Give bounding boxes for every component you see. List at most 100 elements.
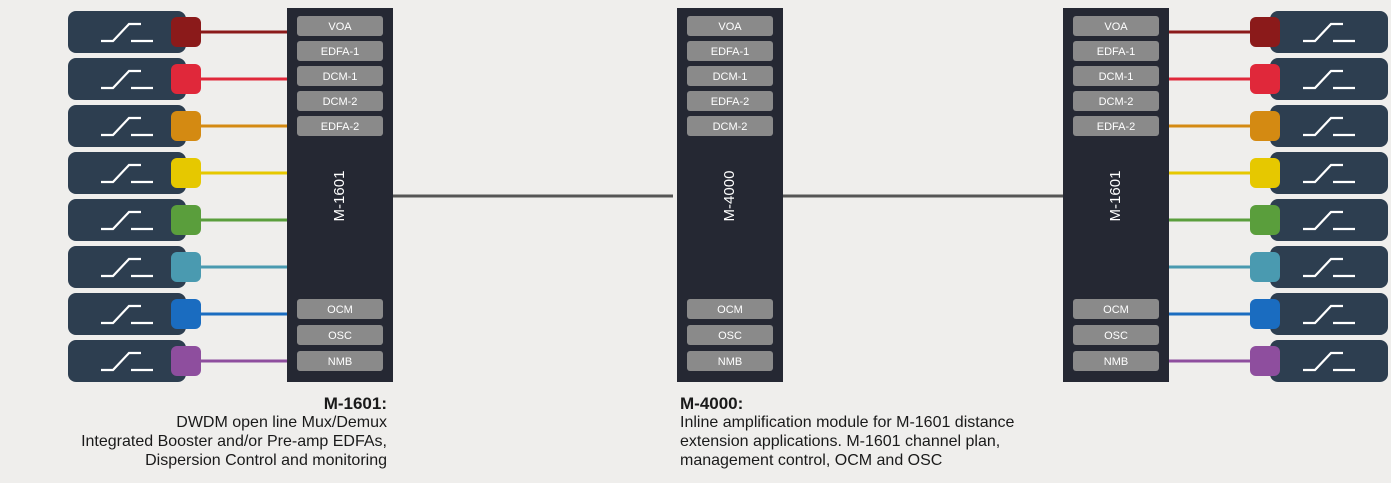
left-module-label: EDFA-2: [321, 121, 360, 133]
transponder-body: [68, 58, 186, 100]
right-module-label: DCM-2: [1099, 96, 1134, 108]
transponder-body: [68, 340, 186, 382]
transponder-body: [1270, 293, 1388, 335]
left-module-ocm: [297, 299, 383, 319]
right-module-label: EDFA-2: [1097, 121, 1136, 133]
right-transponder-7: [1270, 293, 1388, 335]
middle-module-label: EDFA-2: [711, 96, 750, 108]
left-channel-connector-4: [171, 158, 201, 188]
left-transponder-3: [68, 105, 186, 147]
left-module-label: VOA: [328, 21, 352, 33]
middle-module-voa: [687, 16, 773, 36]
optical-switch-icon: [101, 163, 153, 184]
middle-module-edfa-2: [687, 91, 773, 111]
right-module-label: DCM-1: [1099, 71, 1134, 83]
right-transponder-2: [1270, 58, 1388, 100]
transponder-body: [68, 293, 186, 335]
left-module-dcm-2: [297, 91, 383, 111]
middle-module-edfa-1: [687, 41, 773, 61]
right-channel-connector-4: [1250, 158, 1280, 188]
left-channel-connector-8: [171, 346, 201, 376]
optical-switch-icon: [1303, 22, 1355, 43]
middle-module-osc: [687, 325, 773, 345]
middle-module-dcm-2: [687, 116, 773, 136]
transponder-body: [1270, 105, 1388, 147]
middle-module-label: VOA: [718, 21, 742, 33]
right-rack-label: M-1601: [1107, 171, 1124, 222]
left-module-label: DCM-1: [323, 71, 358, 83]
right-channel-connector-8: [1250, 346, 1280, 376]
left-module-edfa-2: [297, 116, 383, 136]
right-module-dcm-1: [1073, 66, 1159, 86]
right-module-voa: [1073, 16, 1159, 36]
middle-caption: M-4000: Inline amplification module for …: [680, 394, 1160, 470]
middle-caption-line-1: Inline amplification module for M-1601 d…: [680, 414, 1015, 431]
right-module-edfa-1: [1073, 41, 1159, 61]
optical-switch-icon: [101, 210, 153, 231]
right-channel-connector-6: [1250, 252, 1280, 282]
optical-switch-icon: [1303, 210, 1355, 231]
optical-switch-icon: [101, 304, 153, 325]
right-module-label: NMB: [1104, 356, 1128, 368]
right-channel-connector-3: [1250, 111, 1280, 141]
left-caption-line-3: Dispersion Control and monitoring: [145, 452, 387, 469]
left-module-voa: [297, 16, 383, 36]
left-module-edfa-1: [297, 41, 383, 61]
left-caption-title: M-1601:: [323, 394, 387, 413]
right-module-label: OCM: [1103, 304, 1129, 316]
optical-switch-icon: [101, 257, 153, 278]
transponder-body: [1270, 11, 1388, 53]
left-rack-label: M-1601: [331, 171, 348, 222]
left-channel-connector-6: [171, 252, 201, 282]
left-module-label: OCM: [327, 304, 353, 316]
transponder-body: [1270, 199, 1388, 241]
optical-switch-icon: [1303, 351, 1355, 372]
right-module-label: OSC: [1104, 330, 1128, 342]
left-module-label: OSC: [328, 330, 352, 342]
left-caption-line-1: DWDM open line Mux/Demux: [176, 414, 387, 431]
left-channel-connector-5: [171, 205, 201, 235]
right-module-dcm-2: [1073, 91, 1159, 111]
optical-switch-icon: [1303, 304, 1355, 325]
left-caption: M-1601: DWDM open line Mux/Demux Integra…: [0, 394, 387, 470]
left-channel-connector-2: [171, 64, 201, 94]
transponder-body: [68, 105, 186, 147]
right-transponder-5: [1270, 199, 1388, 241]
left-channel-connector-7: [171, 299, 201, 329]
left-module-label: NMB: [328, 356, 352, 368]
optical-switch-icon: [101, 116, 153, 137]
transponder-body: [68, 246, 186, 288]
middle-module-dcm-1: [687, 66, 773, 86]
right-channel-connector-5: [1250, 205, 1280, 235]
left-channel-connector-3: [171, 111, 201, 141]
right-transponder-3: [1270, 105, 1388, 147]
right-module-nmb: [1073, 351, 1159, 371]
right-transponder-6: [1270, 246, 1388, 288]
right-channel-connector-1: [1250, 17, 1280, 47]
left-module-label: EDFA-1: [321, 46, 360, 58]
optical-switch-icon: [1303, 163, 1355, 184]
middle-module-label: NMB: [718, 356, 742, 368]
right-module-label: EDFA-1: [1097, 46, 1136, 58]
optical-switch-icon: [101, 69, 153, 90]
left-transponder-6: [68, 246, 186, 288]
left-transponder-7: [68, 293, 186, 335]
transponder-body: [1270, 246, 1388, 288]
right-module-osc: [1073, 325, 1159, 345]
left-module-osc: [297, 325, 383, 345]
right-transponder-8: [1270, 340, 1388, 382]
middle-module-nmb: [687, 351, 773, 371]
transponder-body: [1270, 340, 1388, 382]
middle-rack-label: M-4000: [721, 171, 738, 222]
left-transponder-4: [68, 152, 186, 194]
right-transponder-4: [1270, 152, 1388, 194]
optical-switch-icon: [1303, 116, 1355, 137]
middle-caption-line-2: extension applications. M-1601 channel p…: [680, 433, 1001, 450]
left-transponder-5: [68, 199, 186, 241]
right-module-edfa-2: [1073, 116, 1159, 136]
middle-module-label: EDFA-1: [711, 46, 750, 58]
